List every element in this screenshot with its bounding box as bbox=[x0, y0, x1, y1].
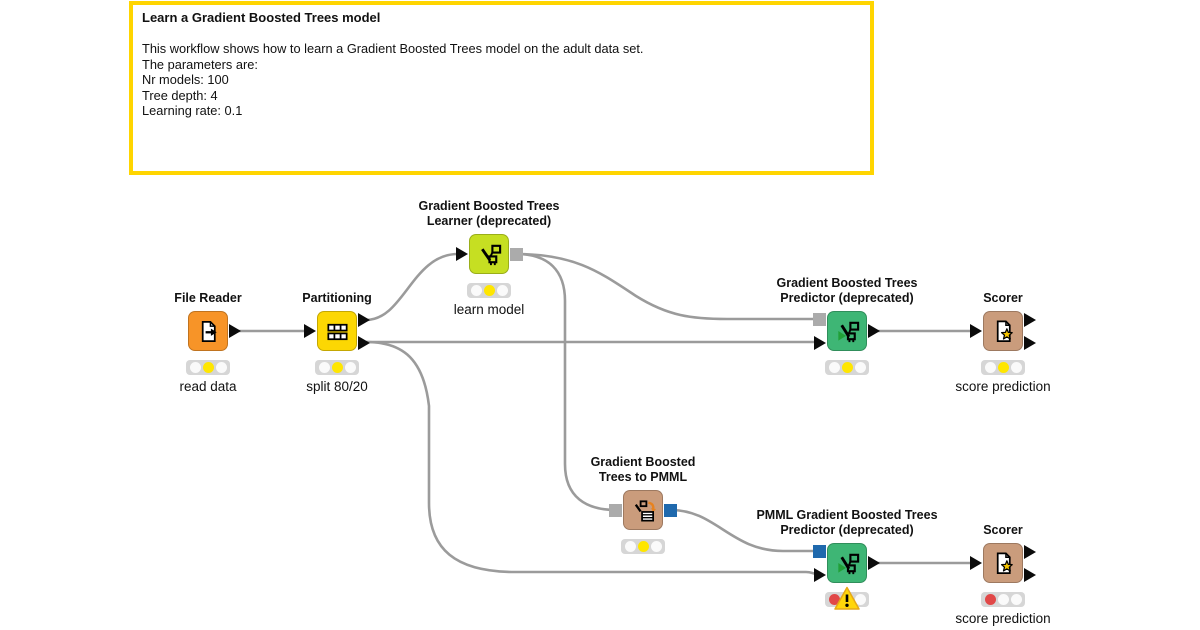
data-output-port[interactable] bbox=[1024, 545, 1036, 559]
model-input-port[interactable] bbox=[609, 503, 622, 517]
wire[interactable] bbox=[364, 340, 819, 576]
data-output-port[interactable] bbox=[868, 556, 880, 570]
file-reader-icon bbox=[201, 320, 217, 342]
node-title: Scorer bbox=[983, 291, 1023, 305]
scorer-node-square[interactable] bbox=[983, 543, 1023, 583]
data-input-port[interactable] bbox=[814, 336, 826, 350]
gradient-boosted-trees-icon bbox=[480, 244, 501, 265]
node-gradient-boosted-trees-learner[interactable]: Gradient Boosted Trees Learner (deprecat… bbox=[418, 199, 559, 317]
annotation-line: Tree depth: 4 bbox=[142, 87, 218, 103]
node-gradient-boosted-trees-to-pmml[interactable]: Gradient Boosted Trees to PMML bbox=[591, 455, 695, 554]
node-scorer-top[interactable]: Scorer score prediction bbox=[955, 291, 1050, 394]
data-output-port[interactable] bbox=[358, 336, 370, 350]
annotation-line: The parameters are: bbox=[142, 56, 258, 72]
partitioning-icon bbox=[326, 323, 348, 340]
annotation-title: Learn a Gradient Boosted Trees model bbox=[142, 10, 381, 25]
model-output-port[interactable] bbox=[510, 247, 523, 261]
node-scorer-bottom[interactable]: Scorer score prediction bbox=[955, 523, 1050, 626]
traffic-light bbox=[825, 360, 869, 375]
to-pmml-node-square[interactable] bbox=[623, 490, 663, 530]
node-pmml-gradient-boosted-trees-predictor[interactable]: PMML Gradient Boosted Trees Predictor (d… bbox=[756, 508, 938, 610]
predictor-node-square[interactable] bbox=[827, 311, 867, 351]
annotation-line: Learning rate: 0.1 bbox=[142, 103, 243, 119]
node-file-reader[interactable]: File Reader read data bbox=[174, 291, 241, 394]
file-reader-node-square[interactable] bbox=[188, 311, 228, 351]
node-label: read data bbox=[179, 379, 237, 394]
node-partitioning[interactable]: Partitioning split 80/20 bbox=[302, 291, 371, 394]
wire[interactable] bbox=[669, 508, 820, 553]
annotation-line: This workflow shows how to learn a Gradi… bbox=[142, 41, 644, 56]
node-title: PMML Gradient Boosted Trees Predictor (d… bbox=[756, 508, 938, 537]
node-title: File Reader bbox=[174, 291, 242, 305]
traffic-light bbox=[825, 586, 869, 610]
annotation-line: Nr models: 100 bbox=[142, 72, 229, 88]
pmml-input-port[interactable] bbox=[813, 545, 826, 558]
data-input-port[interactable] bbox=[970, 324, 982, 338]
model-input-port[interactable] bbox=[813, 313, 826, 326]
node-label: score prediction bbox=[955, 611, 1051, 626]
pmml-output-port[interactable] bbox=[664, 503, 677, 517]
scorer-icon bbox=[996, 552, 1013, 574]
data-output-port[interactable] bbox=[868, 324, 880, 338]
node-gradient-boosted-trees-predictor[interactable]: Gradient Boosted Trees Predictor (deprec… bbox=[776, 276, 918, 375]
traffic-light bbox=[621, 539, 665, 554]
traffic-light bbox=[981, 592, 1025, 607]
learner-node-square[interactable] bbox=[469, 234, 509, 274]
model-to-pmml-icon bbox=[634, 499, 656, 521]
warning-icon bbox=[834, 586, 860, 610]
scorer-node-square[interactable] bbox=[983, 311, 1023, 351]
tree-predictor-icon bbox=[837, 321, 859, 342]
data-output-port[interactable] bbox=[229, 324, 241, 338]
tree-predictor-icon bbox=[837, 553, 859, 574]
scorer-icon bbox=[996, 320, 1013, 342]
partitioning-node-square[interactable] bbox=[317, 311, 357, 351]
wire[interactable] bbox=[514, 252, 821, 321]
data-output-port[interactable] bbox=[1024, 568, 1036, 582]
wire[interactable] bbox=[364, 252, 460, 322]
data-input-port[interactable] bbox=[304, 324, 316, 338]
traffic-light bbox=[467, 283, 511, 298]
traffic-light bbox=[981, 360, 1025, 375]
traffic-light bbox=[186, 360, 230, 375]
workflow-annotation[interactable]: Learn a Gradient Boosted Trees model Thi… bbox=[129, 1, 874, 175]
data-output-port[interactable] bbox=[1024, 336, 1036, 350]
data-output-port[interactable] bbox=[1024, 313, 1036, 327]
node-label: score prediction bbox=[955, 379, 1051, 394]
data-input-port[interactable] bbox=[970, 556, 982, 570]
node-title: Partitioning bbox=[302, 291, 372, 305]
node-label: learn model bbox=[453, 302, 525, 317]
traffic-light bbox=[315, 360, 359, 375]
wire[interactable] bbox=[514, 252, 618, 512]
node-title: Gradient Boosted Trees Predictor (deprec… bbox=[776, 276, 918, 305]
node-label: split 80/20 bbox=[306, 379, 368, 394]
node-title: Gradient Boosted Trees to PMML bbox=[590, 455, 696, 484]
data-output-port[interactable] bbox=[358, 313, 370, 327]
data-input-port[interactable] bbox=[456, 247, 468, 261]
data-input-port[interactable] bbox=[814, 568, 826, 582]
node-title: Gradient Boosted Trees Learner (deprecat… bbox=[418, 199, 560, 228]
pmml-predictor-node-square[interactable] bbox=[827, 543, 867, 583]
node-title: Scorer bbox=[983, 523, 1023, 537]
